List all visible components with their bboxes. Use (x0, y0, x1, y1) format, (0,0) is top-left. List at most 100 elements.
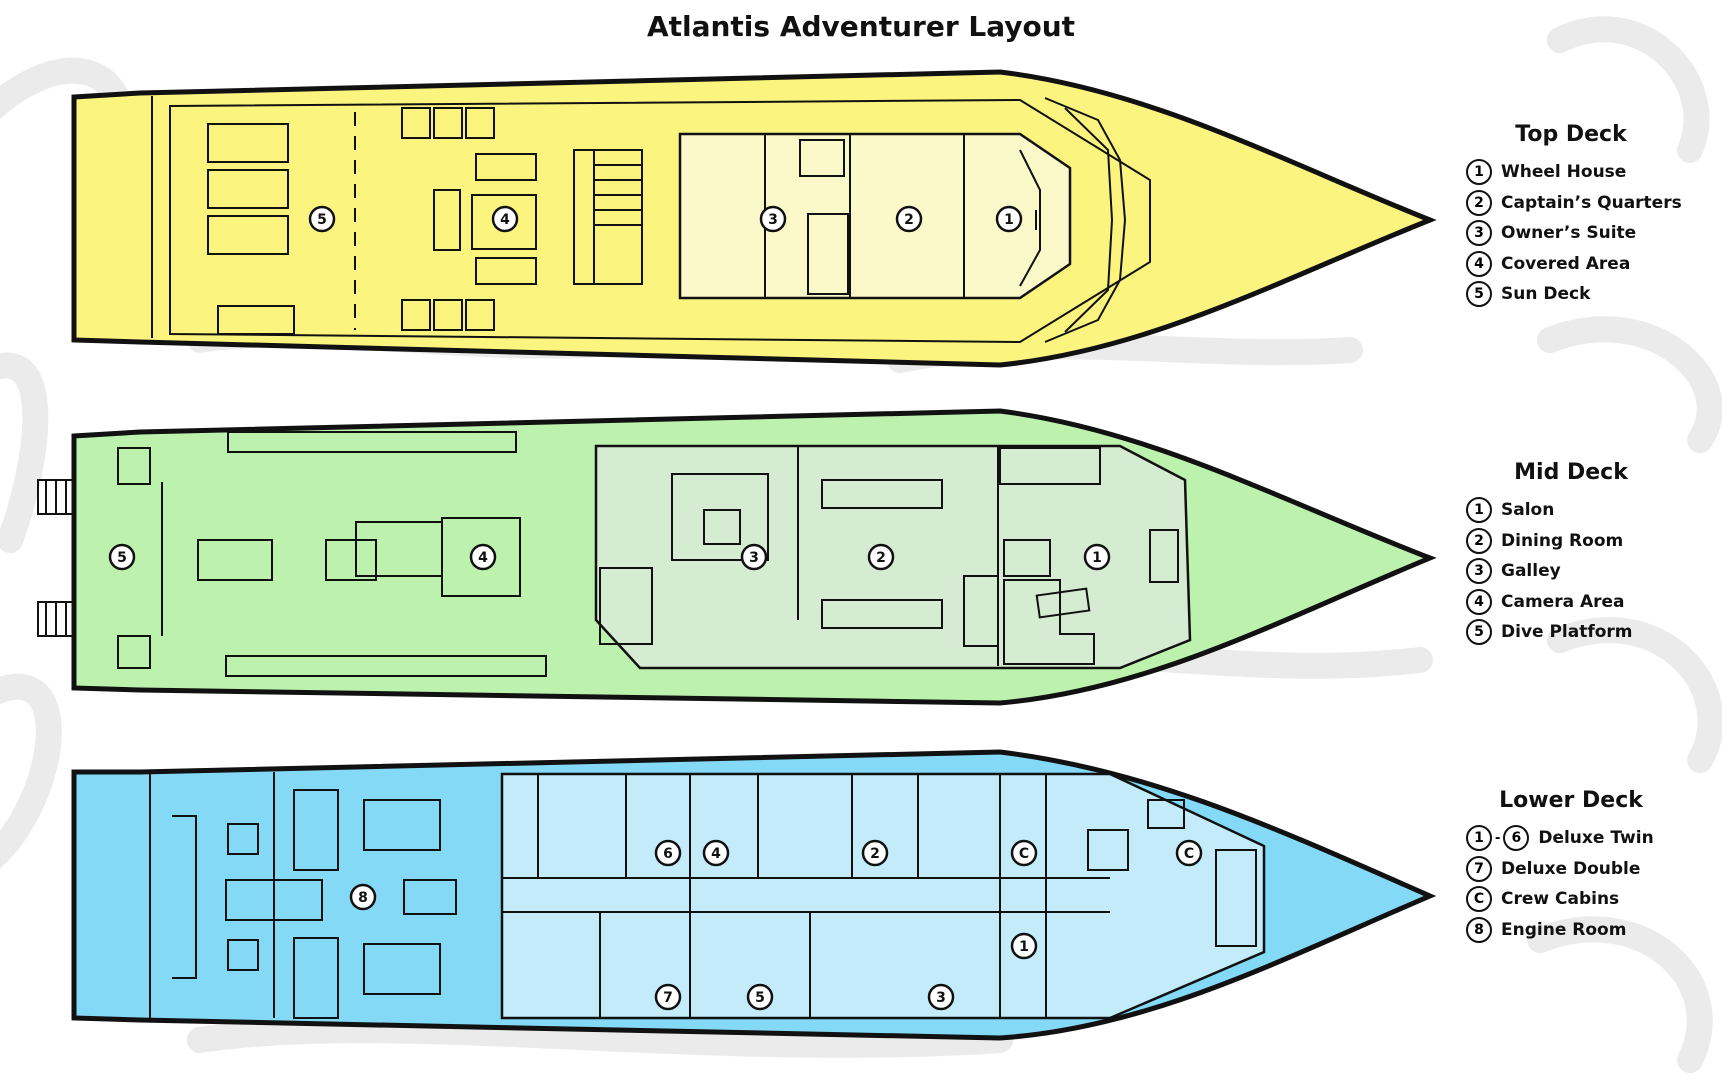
marker-circle (654, 839, 682, 867)
legend-item: 4 Camera Area (1466, 587, 1716, 618)
legend-label: Camera Area (1501, 591, 1625, 612)
marker-circle (895, 205, 923, 233)
marker-label: 1 (1019, 939, 1029, 955)
area-marker: 2 (895, 205, 923, 233)
area-marker: 5 (108, 543, 136, 571)
lower-deck-plan (71, 749, 1437, 1041)
area-marker: 1 (995, 205, 1023, 233)
legend-item: 3 Owner’s Suite (1466, 218, 1716, 249)
top-deck-cabin (678, 132, 1072, 300)
legend-item: 3 Galley (1466, 556, 1716, 587)
diagram-title: Atlantis Adventurer Layout (646, 10, 1076, 43)
legend-item: 2 Dining Room (1466, 526, 1716, 557)
marker-label: 5 (117, 550, 127, 566)
marker-label: 5 (317, 212, 327, 228)
legend-label: Sun Deck (1501, 284, 1591, 305)
marker-circle (491, 205, 519, 233)
area-marker: 4 (491, 205, 519, 233)
number-badge: 7 (1466, 855, 1492, 882)
area-marker: 7 (654, 983, 682, 1011)
marker-circle (469, 543, 497, 571)
marker-label: 4 (711, 846, 721, 862)
marker-circle (308, 205, 336, 233)
area-marker: 3 (740, 543, 768, 571)
marker-circle (654, 983, 682, 1011)
area-marker: C (1010, 839, 1038, 867)
marker-circle (108, 543, 136, 571)
legend-item: 5 Dive Platform (1466, 617, 1716, 648)
lower-deck-cabins (500, 772, 1266, 1020)
marker-circle (927, 983, 955, 1011)
area-marker: 3 (927, 983, 955, 1011)
number-badge: 2 (1466, 527, 1492, 554)
legend-label: Dive Platform (1501, 622, 1633, 643)
marker-circle (740, 543, 768, 571)
marker-label: 3 (936, 990, 946, 1006)
area-marker: 1 (1083, 543, 1111, 571)
marker-label: 6 (663, 846, 673, 862)
legend-label: Owner’s Suite (1501, 223, 1637, 244)
legend-item: 4 Covered Area (1466, 249, 1716, 280)
marker-circle (746, 983, 774, 1011)
area-marker: C (1175, 839, 1203, 867)
marker-circle (1083, 543, 1111, 571)
marker-label: C (1184, 846, 1194, 862)
number-badge: 3 (1466, 558, 1492, 585)
area-marker: 5 (746, 983, 774, 1011)
marker-label: 5 (755, 990, 765, 1006)
range-dash: - (1495, 829, 1501, 847)
marker-label: 3 (768, 212, 778, 228)
legend-item: 2 Captain’s Quarters (1466, 188, 1716, 219)
legend-label: Covered Area (1501, 253, 1631, 274)
marker-label: 3 (749, 550, 759, 566)
marker-label: 2 (876, 550, 886, 566)
legend-label: Deluxe Twin (1538, 828, 1654, 849)
marker-circle (702, 839, 730, 867)
legend-label: Dining Room (1501, 530, 1624, 551)
marker-label: 7 (663, 990, 673, 1006)
area-marker: 8 (349, 883, 377, 911)
number-badge: 1 (1466, 497, 1492, 524)
number-badge: 2 (1466, 189, 1492, 216)
number-badge: 4 (1466, 250, 1492, 277)
area-marker: 2 (867, 543, 895, 571)
number-badge: 3 (1466, 220, 1492, 247)
mid-deck-plan (37, 408, 1437, 706)
legend-heading: Top Deck (1515, 122, 1627, 147)
marker-circle (759, 205, 787, 233)
marker-label: 1 (1092, 550, 1102, 566)
marker-label: 2 (904, 212, 914, 228)
marker-label: 4 (478, 550, 488, 566)
legend-label: Engine Room (1501, 919, 1627, 940)
number-badge: 4 (1466, 588, 1492, 615)
marker-label: C (1019, 846, 1029, 862)
area-marker: 4 (469, 543, 497, 571)
marker-circle (867, 543, 895, 571)
area-marker: 6 (654, 839, 682, 867)
number-badge: 5 (1466, 619, 1492, 646)
legend-label: Captain’s Quarters (1501, 192, 1682, 213)
marker-circle (1010, 839, 1038, 867)
legend-label: Deluxe Double (1501, 858, 1641, 879)
marker-label: 8 (358, 890, 368, 906)
marker-circle (1175, 839, 1203, 867)
top-deck-plan (71, 69, 1437, 368)
legend-heading: Mid Deck (1514, 460, 1628, 485)
number-badge: C (1466, 886, 1492, 913)
marker-label: 4 (500, 212, 510, 228)
marker-circle (1010, 932, 1038, 960)
area-marker: 1 (1010, 932, 1038, 960)
area-marker: 5 (308, 205, 336, 233)
number-badge: 1 (1466, 825, 1492, 852)
legend-label: Galley (1501, 561, 1561, 582)
marker-label: 2 (870, 846, 880, 862)
area-marker: 2 (861, 839, 889, 867)
